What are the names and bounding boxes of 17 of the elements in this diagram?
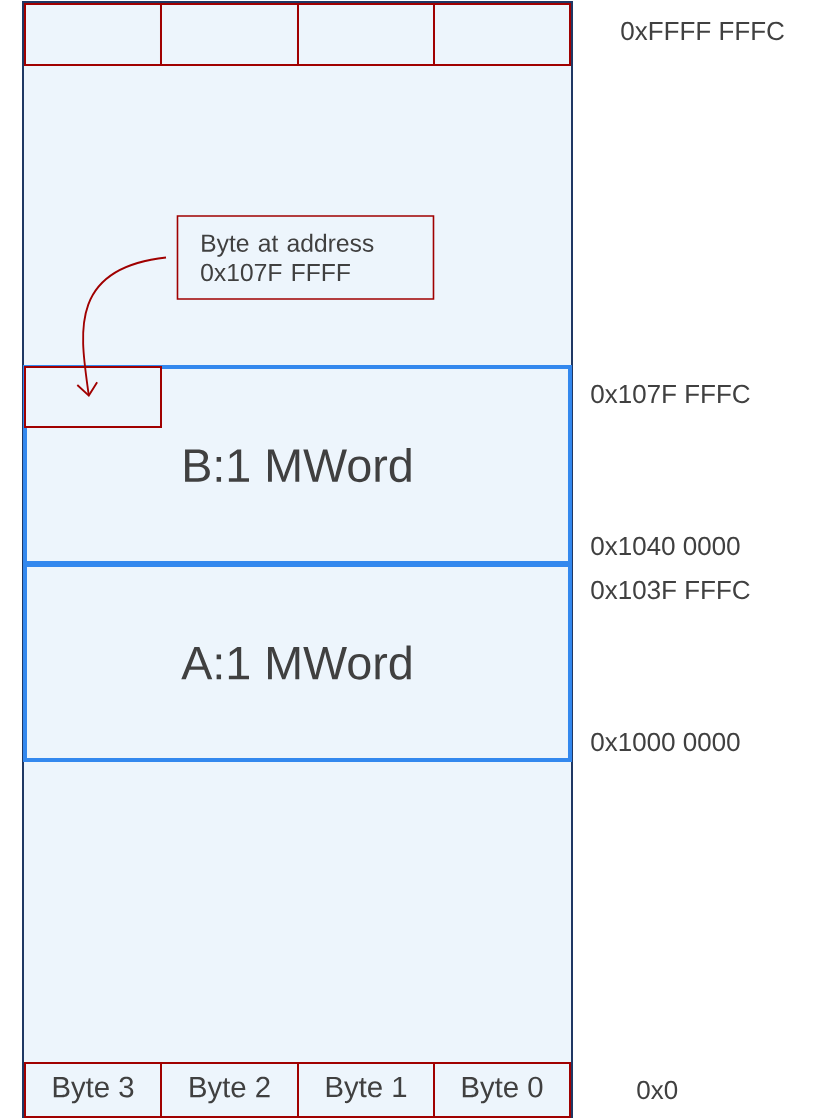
byte-cell bbox=[24, 3, 162, 66]
arrow bbox=[76, 256, 167, 397]
byte-cell: Byte 0 bbox=[433, 1062, 571, 1118]
callout-box: Byte at address 0x107F FFFF bbox=[176, 215, 435, 300]
byte-cell bbox=[433, 3, 571, 66]
byte-cell: Byte 1 bbox=[297, 1062, 435, 1118]
address-label: 0x107F FFFC bbox=[591, 384, 750, 404]
memory-region: B:1 MWord bbox=[23, 365, 572, 565]
byte-cell bbox=[160, 3, 299, 66]
byte-cell: Byte 3 bbox=[24, 1062, 162, 1118]
address-label: 0x0 bbox=[637, 1080, 678, 1100]
byte-cell bbox=[24, 366, 162, 428]
address-label: 0xFFFF FFFC bbox=[621, 21, 784, 41]
memory-region: A:1 MWord bbox=[23, 563, 572, 762]
byte-cell: Byte 2 bbox=[160, 1062, 299, 1118]
byte-cell bbox=[297, 3, 435, 66]
address-label: 0x1040 0000 bbox=[591, 536, 740, 556]
